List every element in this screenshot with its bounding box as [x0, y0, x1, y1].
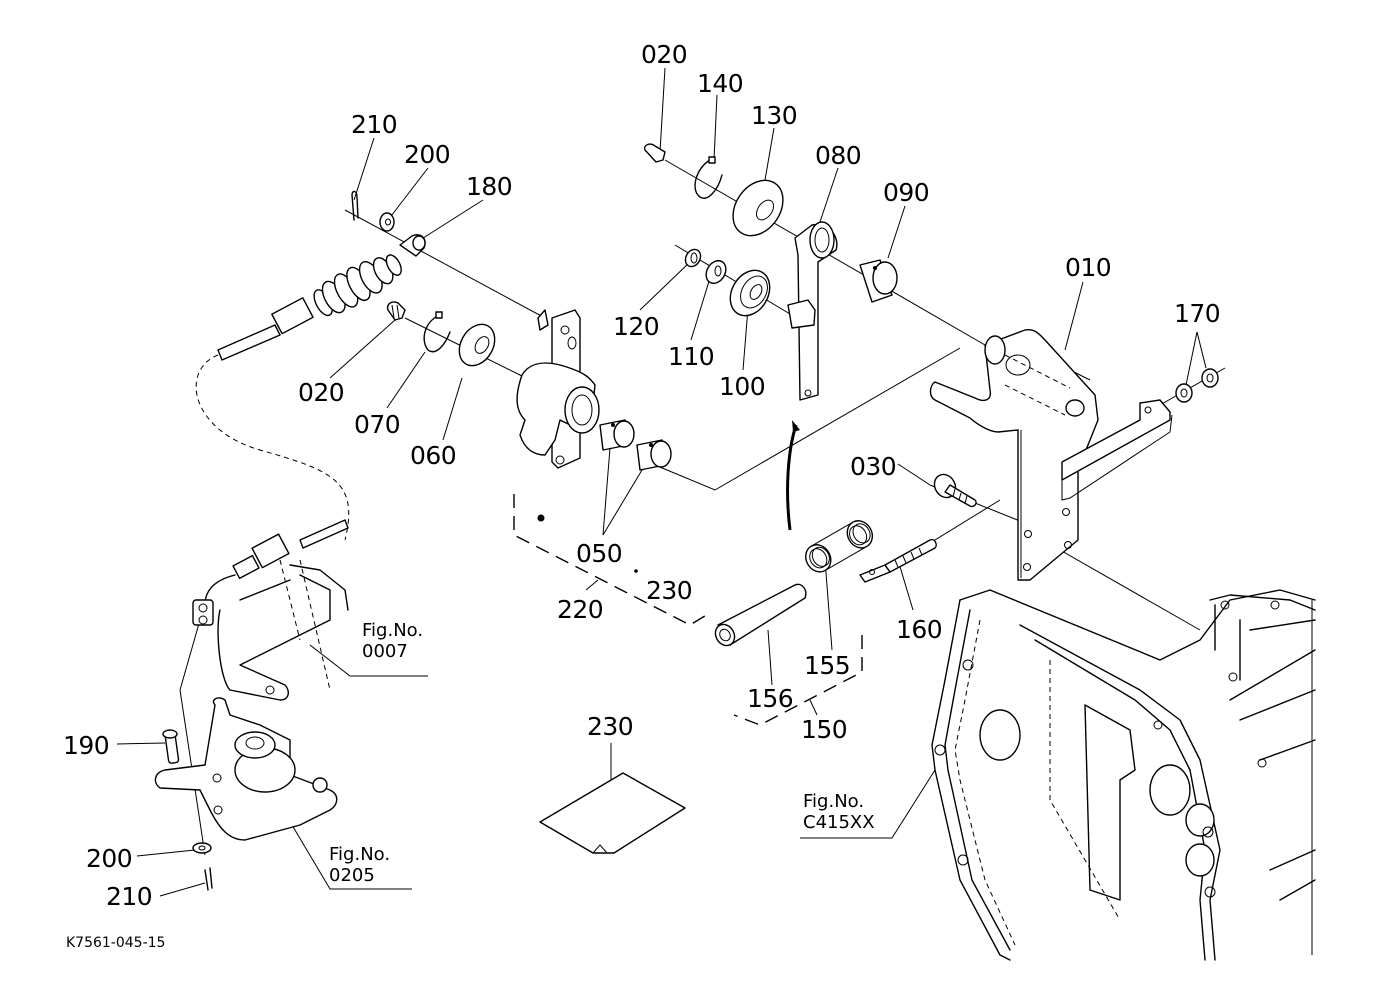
part-label-230: 230: [646, 576, 693, 605]
part-label-080: 080: [815, 141, 862, 170]
part-label-120: 120: [613, 312, 660, 341]
part-label-180: 180: [466, 172, 513, 201]
part-label-140: 140: [697, 69, 744, 98]
part-label-150: 150: [801, 715, 848, 744]
part-label-050: 050: [576, 539, 623, 568]
part-label-210: 210: [106, 882, 153, 911]
leader-lines: [116, 67, 1207, 897]
figure-ref-number: 0205: [329, 865, 375, 886]
figure-ref-number: C415XX: [803, 812, 875, 833]
figure-ref-title: Fig.No.: [329, 844, 391, 865]
part-label-230: 230: [587, 712, 634, 741]
part-label-190: 190: [63, 731, 110, 760]
assembly-arrow: [786, 420, 800, 531]
governor-assembly-fig-0205: [154, 697, 338, 891]
figure-ref-title: Fig.No.: [803, 791, 865, 812]
figure-ref-title: Fig.No.: [362, 620, 424, 641]
part-label-220: 220: [557, 595, 604, 624]
part-label-200: 200: [404, 140, 451, 169]
transmission-housing-fig-C415XX: [931, 589, 1316, 961]
part-label-160: 160: [896, 615, 943, 644]
part-label-020: 020: [298, 378, 345, 407]
figure-ref-C415XX[interactable]: Fig.No. C415XX: [803, 791, 875, 833]
lever-assembly: [516, 309, 672, 573]
part-label-130: 130: [751, 101, 798, 130]
part-label-030: 030: [850, 452, 897, 481]
figure-ref-0205[interactable]: Fig.No. 0205: [329, 844, 390, 886]
part-label-210: 210: [351, 110, 398, 139]
part-label-156: 156: [747, 684, 794, 713]
part-label-090: 090: [883, 178, 930, 207]
instruction-sheet-230: [539, 772, 686, 854]
figure-ref-0007[interactable]: Fig.No. 0007: [362, 620, 423, 662]
part-label-200: 200: [86, 844, 133, 873]
bracket-010: [929, 328, 1219, 581]
group-brackets: [513, 494, 863, 726]
part-label-020: 020: [641, 40, 688, 69]
figure-ref-number: 0007: [362, 641, 408, 662]
spring-rod-parts: [714, 473, 977, 647]
part-label-170: 170: [1174, 299, 1221, 328]
part-label-100: 100: [719, 372, 766, 401]
part-label-070: 070: [354, 410, 401, 439]
part-label-010: 010: [1065, 253, 1112, 282]
fastener-set-lower: [386, 301, 496, 367]
fastener-set-upper: [643, 143, 898, 401]
part-label-110: 110: [668, 342, 715, 371]
drawing-code: K7561-045-15: [66, 935, 166, 951]
part-label-060: 060: [410, 441, 457, 470]
part-label-155: 155: [804, 651, 851, 680]
bracket-fig-0007: [217, 559, 349, 701]
throttle-cable: [192, 190, 426, 626]
